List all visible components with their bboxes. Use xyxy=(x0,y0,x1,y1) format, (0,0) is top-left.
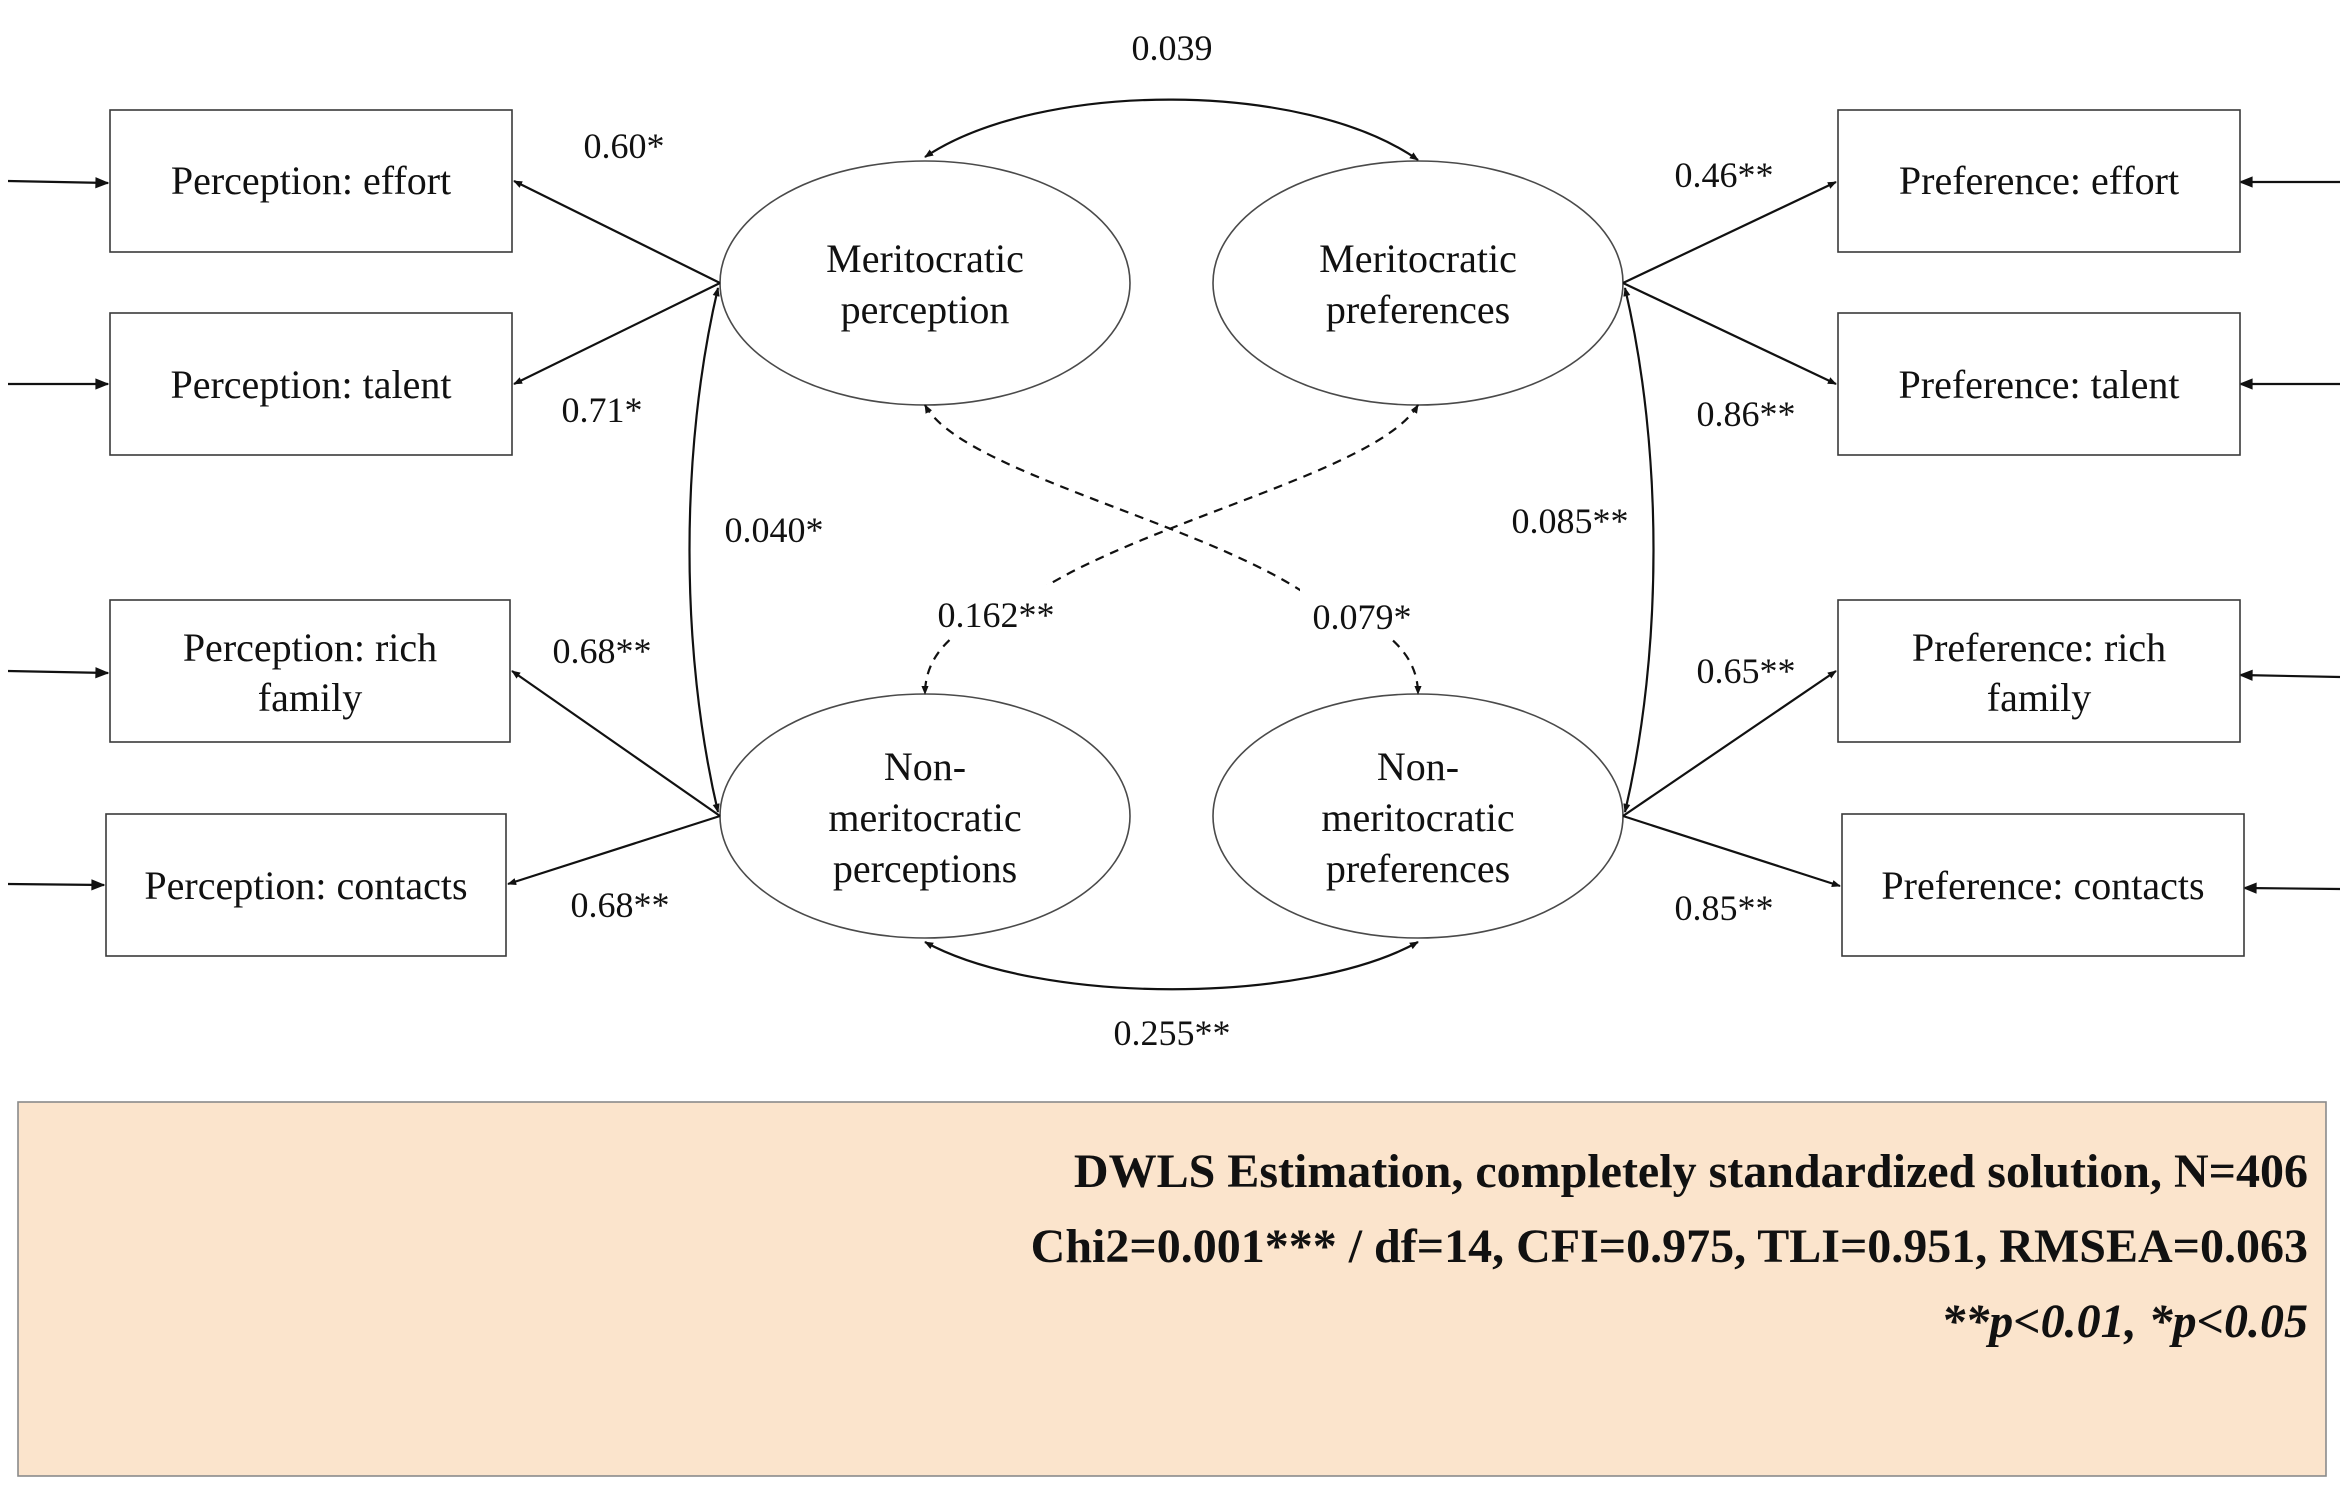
indicator-label: Preference: effort xyxy=(1899,158,2179,203)
indicator-label: Preference: rich xyxy=(1912,625,2166,670)
indicator-label: family xyxy=(1987,675,2091,720)
coef-label: 0.040* xyxy=(725,510,824,550)
coef-label: 0.46** xyxy=(1675,155,1774,195)
indicator-label: Perception: talent xyxy=(170,362,451,407)
latent-nonmeritocratic-preferences: Non- meritocratic preferences xyxy=(1212,693,1624,939)
note-fit-indices: Chi2=0.001*** / df=14, CFI=0.975, TLI=0.… xyxy=(1031,1220,2308,1273)
coef-label: 0.71* xyxy=(562,390,643,430)
coef-label: 0.68** xyxy=(571,885,670,925)
error-arrows-right xyxy=(2238,176,2341,894)
indicator-perception-talent: Perception: talent xyxy=(109,312,513,456)
coef-label: 0.65** xyxy=(1697,651,1796,691)
indicator-label: family xyxy=(258,675,362,720)
covariance-right xyxy=(1623,287,1655,813)
covariances-dashed xyxy=(921,404,1422,695)
latent-label: preferences xyxy=(1326,287,1510,332)
latent-meritocratic-perception: Meritocratic perception xyxy=(719,160,1131,406)
note-estimation: DWLS Estimation, completely standardized… xyxy=(1074,1145,2308,1198)
coefficient-labels: 0.60* 0.71* 0.68** 0.68** 0.46** 0.86** … xyxy=(553,28,1796,1053)
error-arrow xyxy=(7,667,110,679)
label-mask xyxy=(925,585,1065,637)
loading-arrow xyxy=(513,282,721,385)
coef-label: 0.68** xyxy=(553,631,652,671)
loading-arrow xyxy=(513,180,721,284)
latent-label: Non- xyxy=(1377,744,1459,789)
latent-label: preferences xyxy=(1326,846,1510,891)
error-arrow xyxy=(7,879,106,891)
indicator-preference-talent: Preference: talent xyxy=(1837,312,2241,456)
loading-arrow xyxy=(1622,181,1837,284)
note-significance: **p<0.01, *p<0.05 xyxy=(1941,1295,2308,1348)
indicator-label: Perception: contacts xyxy=(144,863,467,908)
indicator-perception-contacts: Perception: contacts xyxy=(105,813,507,957)
label-mask xyxy=(1300,585,1425,637)
coef-label: 0.085** xyxy=(1512,501,1629,541)
loadings-right xyxy=(1622,181,1841,888)
covariance-left xyxy=(688,287,720,813)
loading-arrow xyxy=(507,814,721,886)
coef-label: 0.85** xyxy=(1675,888,1774,928)
coef-label: 0.079* xyxy=(1313,597,1412,637)
indicator-label: Perception: effort xyxy=(171,158,451,203)
latent-label: perceptions xyxy=(833,846,1017,891)
error-arrow xyxy=(7,177,110,189)
latent-label: Meritocratic xyxy=(1319,236,1517,281)
loading-arrow xyxy=(1622,814,1841,888)
latent-meritocratic-preferences: Meritocratic preferences xyxy=(1212,160,1624,406)
coef-label: 0.162** xyxy=(938,595,1055,635)
error-arrows-left xyxy=(7,177,110,891)
note-background xyxy=(17,1101,2327,1477)
coef-label: 0.039 xyxy=(1132,28,1213,68)
covariance-top xyxy=(924,98,1419,161)
covariance-cross-1 xyxy=(921,404,1419,695)
latent-nonmeritocratic-perceptions: Non- meritocratic perceptions xyxy=(719,693,1131,939)
indicator-preference-contacts: Preference: contacts xyxy=(1841,813,2245,957)
covariances-solid xyxy=(688,98,1655,991)
fit-statistics-note: DWLS Estimation, completely standardized… xyxy=(17,1101,2327,1477)
indicator-preference-effort: Preference: effort xyxy=(1837,109,2241,253)
indicator-perception-rich-family: Perception: rich family xyxy=(109,599,511,743)
latent-label: perception xyxy=(841,287,1010,332)
coef-label: 0.60* xyxy=(584,126,665,166)
latent-label: Meritocratic xyxy=(826,236,1024,281)
latent-label: meritocratic xyxy=(1321,795,1514,840)
loading-arrow xyxy=(1622,670,1837,817)
latent-label: Non- xyxy=(884,744,966,789)
covariance-cross-2 xyxy=(924,404,1422,695)
loading-arrow xyxy=(1622,282,1837,385)
indicator-label: Preference: contacts xyxy=(1881,863,2204,908)
loading-arrow xyxy=(511,670,721,817)
coef-label: 0.255** xyxy=(1114,1013,1231,1053)
latent-label: meritocratic xyxy=(828,795,1021,840)
error-arrow xyxy=(2242,882,2341,894)
indicator-label: Perception: rich xyxy=(183,625,437,670)
covariance-bottom xyxy=(924,941,1419,991)
indicator-label: Preference: talent xyxy=(1899,362,2180,407)
coef-label: 0.86** xyxy=(1697,394,1796,434)
loadings-left xyxy=(507,180,721,886)
indicator-perception-effort: Perception: effort xyxy=(109,109,513,253)
error-arrow xyxy=(2238,669,2341,681)
indicator-preference-rich-family: Preference: rich family xyxy=(1837,599,2241,743)
